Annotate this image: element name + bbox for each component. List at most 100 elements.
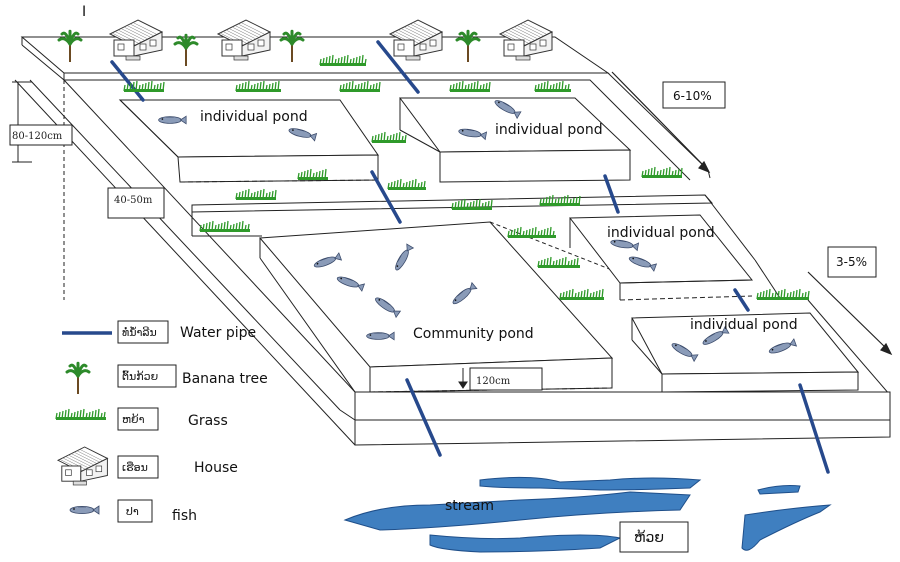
grass-icon [339,80,381,92]
legend: ທໍ່ນໍ້າລີນ ຕົ້ນກ້ວຍ ຫຍ້າ ເຮືອນ ປາ Water … [55,320,268,524]
height-dimension [9,81,73,163]
legend-fish-icon [69,505,100,515]
legend-lao-box-1 [117,320,169,344]
fish-icon [628,256,658,272]
grass-icon [534,80,571,92]
fish-icon [158,115,187,125]
terrace-dimension-label: 40-50m [114,195,153,206]
house-icon [498,19,554,61]
water-pipe [405,378,442,457]
pond-label-top-right: individual pond [495,122,603,138]
water-pipe [370,170,402,224]
water-pipe [733,288,750,312]
slope-upper-label: 6-10% [673,89,712,103]
legend-label-fish: fish [172,508,197,524]
pond-label-mid-right: individual pond [607,225,715,241]
slope-lower-box [827,246,877,278]
grass-icon [539,194,581,206]
fish-icon [494,100,522,120]
legend-lao-box-3 [117,407,159,431]
water-pipe [110,60,145,102]
grass-icon [297,168,328,180]
grass-icon [451,198,493,210]
fish-icon [458,128,488,141]
banana-tree-icon [455,29,481,62]
legend-lao-3: ຫຍ້າ [122,413,145,426]
banana-tree-icon [173,33,199,66]
house-icon [216,19,272,61]
grass-icon [235,188,277,200]
legend-lao-2: ຕົ້ນກ້ວຍ [122,370,158,383]
banana-tree-icon [65,361,91,394]
legend-grass-icon [55,408,106,420]
fish-icon [702,325,730,345]
water-pipe [603,174,620,214]
terrain-outline [14,36,891,446]
pond-community [258,221,614,393]
fish-icon [375,297,402,319]
grass-icon [319,54,367,66]
house-icon [108,19,164,61]
legend-lao-box-2 [117,364,177,388]
fish-icon [610,239,640,252]
grass-icon [235,80,281,92]
pond-top-left [118,99,381,183]
legend-banana-tree-icon [65,361,91,394]
fish-group [158,100,798,363]
fish-icon [768,338,798,354]
pond-top-right [399,97,632,183]
grass-icon [507,226,556,238]
legend-lao-box-4 [117,455,159,479]
terrace-dimension [107,187,165,219]
legend-lao-1: ທໍ່ນໍ້າລີນ [122,326,157,339]
legend-house-icon [56,446,109,486]
fish-icon [671,343,699,363]
pond-mid-right [569,214,754,301]
grass-icon [559,288,604,300]
stream-water [343,476,832,553]
banana-trees [57,29,481,66]
pond-bottom-right [631,312,860,393]
stream-lao-box [619,521,689,553]
fish-icon [452,281,478,305]
banana-tree-icon [279,29,305,62]
grass-patches [123,54,810,300]
grass-icon [756,288,810,300]
house-icon [56,446,109,486]
community-pond-label: Community pond [413,326,534,342]
legend-lao-5: ປາ [126,505,139,518]
depth-dimension-label: 120cm [476,376,511,387]
legend-lao-box-5 [117,499,153,523]
legend-label-grass: Grass [188,413,228,429]
top-mark: I [82,4,86,20]
fish-icon [336,276,366,292]
height-dimension-label: 80-120cm [12,131,63,142]
fish-icon [69,505,100,515]
fish-icon [313,252,343,268]
grass-icon [371,131,407,143]
grass-icon [449,80,491,92]
grass-icon [387,178,426,190]
banana-tree-icon [57,29,83,62]
depth-dimension [458,367,543,391]
water-pipe [376,40,420,94]
houses [108,19,554,61]
legend-lao-4: ເຮືອນ [122,461,148,474]
water-pipes [110,40,830,474]
stream-lao-label: ຫ້ວຍ [634,529,664,546]
water-pipe [798,383,830,474]
house-icon [388,19,444,61]
slope-upper-box [662,81,726,109]
pond-label-top-left: individual pond [200,109,308,125]
slope-arrows [611,71,893,356]
grass-icon [123,80,165,92]
stream-label: stream [445,498,494,514]
legend-label-banana-tree: Banana tree [182,371,268,387]
grass-icon [641,166,683,178]
fish-icon [395,243,415,271]
grass-icon [537,256,580,268]
fish-icon [288,128,318,142]
grass-icon [199,220,250,232]
grass-icon [55,408,106,420]
